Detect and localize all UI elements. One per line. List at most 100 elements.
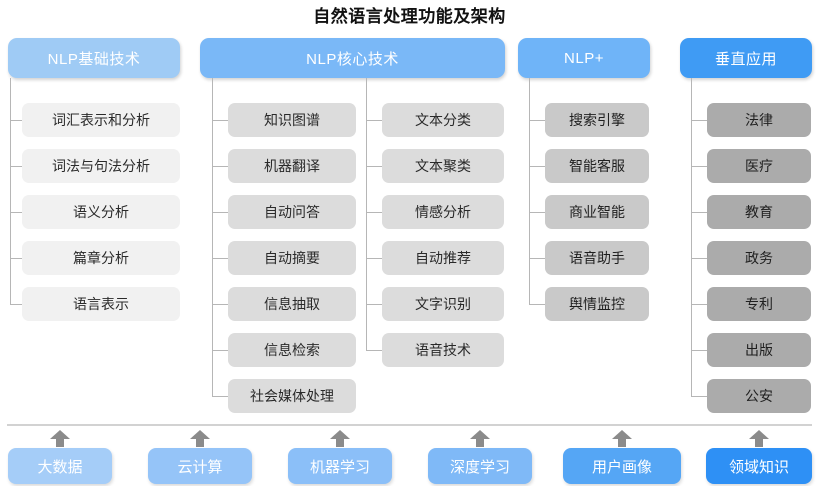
node-label: 篇章分析 (73, 250, 129, 266)
node-box[interactable]: 信息抽取 (228, 287, 356, 321)
node-box[interactable]: 专利 (707, 287, 811, 321)
arrow-head (749, 430, 769, 439)
connector-branch (10, 304, 22, 305)
column-header-label: NLP+ (564, 49, 604, 67)
node-box[interactable]: 商业智能 (545, 195, 649, 229)
node-label: 词法与句法分析 (52, 158, 150, 174)
node-box[interactable]: 教育 (707, 195, 811, 229)
arrow-head (470, 430, 490, 439)
connector-branch (691, 304, 707, 305)
connector-trunk-core-1 (366, 78, 367, 350)
connector-branch (691, 396, 707, 397)
node-box[interactable]: 社会媒体处理 (228, 379, 356, 413)
node-label: 舆情监控 (569, 296, 625, 312)
page-title: 自然语言处理功能及架构 (313, 7, 506, 26)
arrow-shaft (755, 437, 763, 447)
node-label: 自动问答 (264, 204, 320, 220)
connector-branch (212, 212, 228, 213)
node-label: 信息抽取 (264, 296, 320, 312)
node-box[interactable]: 篇章分析 (22, 241, 180, 275)
connector-branch (529, 258, 545, 259)
node-box[interactable]: 智能客服 (545, 149, 649, 183)
node-box[interactable]: 文本聚类 (382, 149, 504, 183)
column-header-vertical[interactable]: 垂直应用 (680, 38, 812, 78)
node-box[interactable]: 文本分类 (382, 103, 504, 137)
node-box[interactable]: 舆情监控 (545, 287, 649, 321)
node-box[interactable]: 词法与句法分析 (22, 149, 180, 183)
node-label: 文字识别 (415, 296, 471, 312)
column-header-plus[interactable]: NLP+ (518, 38, 650, 78)
connector-branch (212, 258, 228, 259)
arrow-shaft (56, 437, 64, 447)
node-box[interactable]: 信息检索 (228, 333, 356, 367)
foundation-item[interactable]: 深度学习 (428, 448, 532, 484)
node-box[interactable]: 语义分析 (22, 195, 180, 229)
node-label: 教育 (745, 204, 773, 220)
foundation-item[interactable]: 云计算 (148, 448, 252, 484)
connector-branch (691, 212, 707, 213)
node-label: 语音助手 (569, 250, 625, 266)
arrow-up-icon (470, 430, 490, 447)
node-box[interactable]: 语音助手 (545, 241, 649, 275)
foundation-item[interactable]: 大数据 (8, 448, 112, 484)
column-header-core[interactable]: NLP核心技术 (200, 38, 505, 78)
node-label: 情感分析 (415, 204, 471, 220)
column-header-label: 垂直应用 (714, 50, 777, 68)
foundation-item[interactable]: 机器学习 (288, 448, 392, 484)
node-label: 机器翻译 (264, 158, 320, 174)
node-box[interactable]: 知识图谱 (228, 103, 356, 137)
node-box[interactable]: 自动推荐 (382, 241, 504, 275)
column-header-label: NLP基础技术 (47, 50, 141, 68)
connector-branch (212, 166, 228, 167)
node-box[interactable]: 情感分析 (382, 195, 504, 229)
arrow-shaft (336, 437, 344, 447)
node-box[interactable]: 语言表示 (22, 287, 180, 321)
node-box[interactable]: 医疗 (707, 149, 811, 183)
node-label: 语音技术 (415, 342, 471, 358)
arrow-up-icon (612, 430, 632, 447)
foundation-item[interactable]: 用户画像 (563, 448, 681, 484)
node-box[interactable]: 搜索引擎 (545, 103, 649, 137)
node-box[interactable]: 词汇表示和分析 (22, 103, 180, 137)
connector-branch (212, 396, 228, 397)
connector-branch (529, 304, 545, 305)
connector-branch (691, 120, 707, 121)
node-box[interactable]: 自动问答 (228, 195, 356, 229)
arrow-up-icon (749, 430, 769, 447)
arrow-head (50, 430, 70, 439)
arrow-shaft (196, 437, 204, 447)
node-box[interactable]: 语音技术 (382, 333, 504, 367)
foundation-item-label: 深度学习 (449, 458, 510, 476)
node-label: 法律 (745, 112, 773, 128)
connector-branch (366, 166, 382, 167)
watermark (640, 477, 819, 486)
node-label: 语言表示 (73, 296, 129, 312)
connector-branch (691, 166, 707, 167)
connector-branch (529, 212, 545, 213)
arrow-shaft (476, 437, 484, 447)
connector-branch (691, 258, 707, 259)
node-box[interactable]: 公安 (707, 379, 811, 413)
node-box[interactable]: 自动摘要 (228, 241, 356, 275)
node-box[interactable]: 政务 (707, 241, 811, 275)
node-label: 医疗 (745, 158, 773, 174)
node-box[interactable]: 机器翻译 (228, 149, 356, 183)
foundation-item-label: 用户画像 (591, 458, 652, 476)
column-header-basic[interactable]: NLP基础技术 (8, 38, 180, 78)
node-box[interactable]: 出版 (707, 333, 811, 367)
node-box[interactable]: 文字识别 (382, 287, 504, 321)
node-label: 社会媒体处理 (250, 388, 334, 404)
arrow-head (190, 430, 210, 439)
connector-branch (366, 120, 382, 121)
node-label: 文本聚类 (415, 158, 471, 174)
node-box[interactable]: 法律 (707, 103, 811, 137)
arrow-up-icon (330, 430, 350, 447)
connector-branch (10, 166, 22, 167)
arrow-shaft (618, 437, 626, 447)
connector-branch (212, 120, 228, 121)
connector-branch (529, 166, 545, 167)
connector-trunk-core-0 (212, 78, 213, 396)
connector-branch (366, 258, 382, 259)
foundation-item[interactable]: 领域知识 (706, 448, 812, 484)
